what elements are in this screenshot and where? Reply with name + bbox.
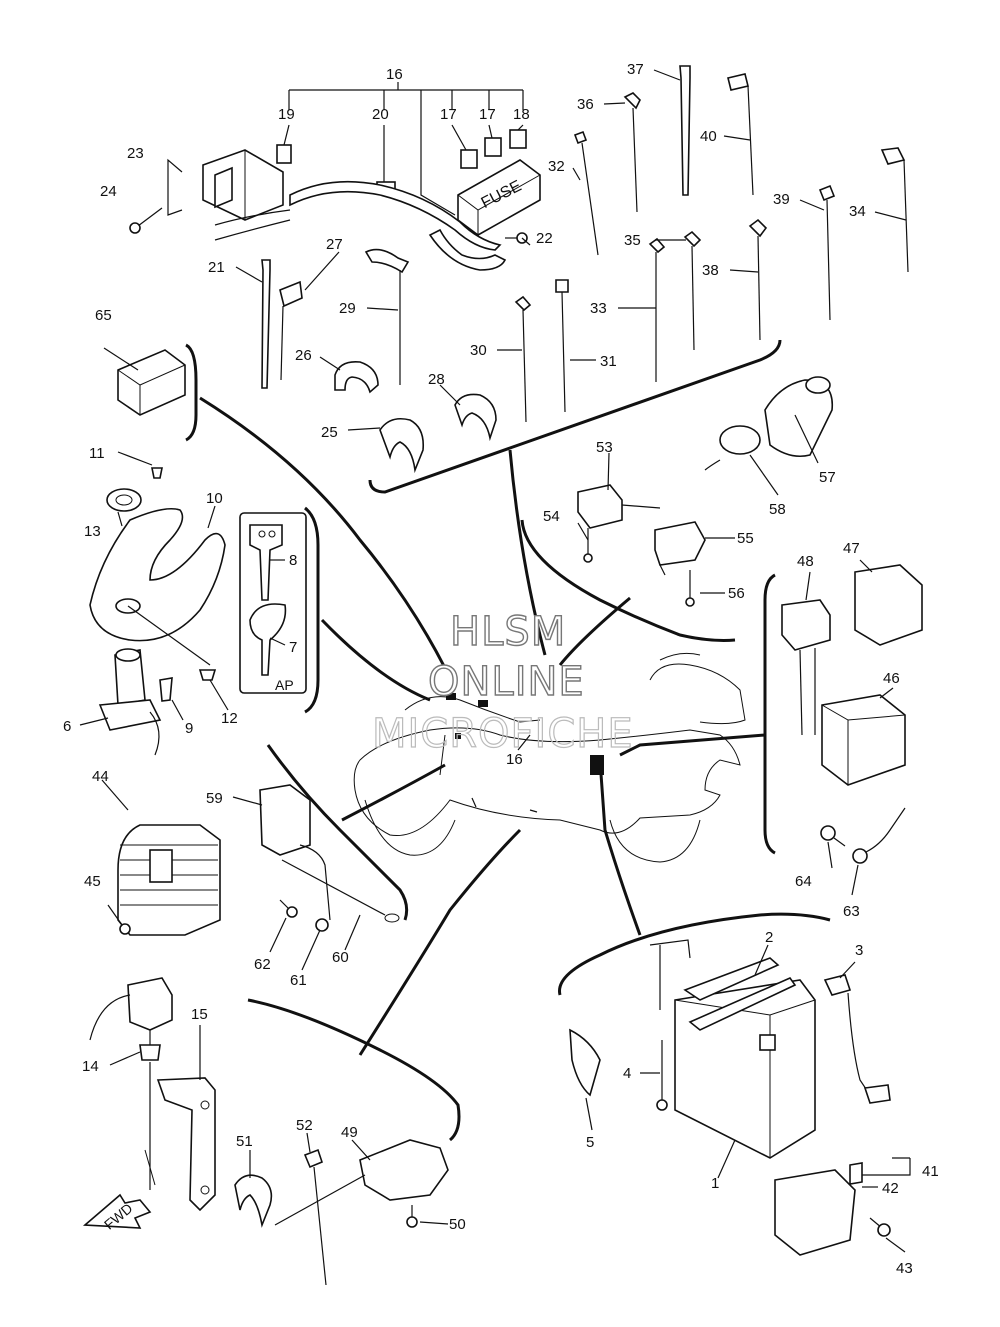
callout-57: 57 — [819, 469, 836, 486]
callout-9: 9 — [185, 720, 193, 737]
callout-27: 27 — [326, 236, 343, 253]
callout-47: 47 — [843, 540, 860, 557]
callout-65: 65 — [95, 307, 112, 324]
group-brackets — [185, 339, 831, 1142]
callout-35: 35 — [624, 232, 641, 249]
callout-13: 13 — [84, 523, 101, 540]
callout-54: 54 — [543, 508, 560, 525]
callout-55: 55 — [737, 530, 754, 547]
callout-53: 53 — [596, 439, 613, 456]
callout-16: 16 — [506, 751, 523, 768]
callout-17: 17 — [479, 106, 496, 123]
callout-numbers: 16 19 20 17 17 18 23 24 22 21 27 29 26 2… — [63, 61, 939, 1277]
callout-63: 63 — [843, 903, 860, 920]
callout-4: 4 — [623, 1065, 631, 1082]
callout-51: 51 — [236, 1133, 253, 1150]
callout-59: 59 — [206, 790, 223, 807]
callout-14: 14 — [82, 1058, 99, 1075]
callout-21: 21 — [208, 259, 225, 276]
callout-32: 32 — [548, 158, 565, 175]
callout-28: 28 — [428, 371, 445, 388]
callout-56: 56 — [728, 585, 745, 602]
callout-31: 31 — [600, 353, 617, 370]
callout-33: 33 — [590, 300, 607, 317]
callout-19: 19 — [278, 106, 295, 123]
callout-10: 10 — [206, 490, 223, 507]
callout-38: 38 — [702, 262, 719, 279]
callout-8: 8 — [289, 552, 297, 569]
callout-61: 61 — [290, 972, 307, 989]
callout-48: 48 — [797, 553, 814, 570]
callout-39: 39 — [773, 191, 790, 208]
ignition-group: AP — [89, 451, 307, 756]
bottom-left-group: FWD — [82, 977, 449, 1286]
harness-fuse-group: FUSE — [129, 82, 541, 271]
callout-50: 50 — [449, 1216, 466, 1233]
callout-30: 30 — [470, 342, 487, 359]
callout-37: 37 — [627, 61, 644, 78]
callout-11: 11 — [89, 445, 105, 462]
callout-34: 34 — [849, 203, 866, 220]
callout-16: 16 — [386, 66, 403, 83]
callout-7: 7 — [289, 639, 297, 656]
callout-20: 20 — [372, 106, 389, 123]
callout-12: 12 — [221, 710, 238, 727]
callout-6: 6 — [63, 718, 71, 735]
callout-43: 43 — [896, 1260, 913, 1277]
callout-60: 60 — [332, 949, 349, 966]
key-set-label: AP — [275, 677, 294, 693]
callout-64: 64 — [795, 873, 812, 890]
callout-22: 22 — [536, 230, 553, 247]
callout-29: 29 — [339, 300, 356, 317]
callout-25: 25 — [321, 424, 338, 441]
callout-24: 24 — [100, 183, 117, 200]
watermark-line1: HLSM — [450, 609, 566, 655]
watermark-line3: MICROFICHE — [372, 711, 634, 757]
callout-52: 52 — [296, 1117, 313, 1134]
callout-17: 17 — [440, 106, 457, 123]
battery-group — [569, 939, 911, 1256]
callout-46: 46 — [883, 670, 900, 687]
callout-2: 2 — [765, 929, 773, 946]
callout-42: 42 — [882, 1180, 899, 1197]
callout-49: 49 — [341, 1124, 358, 1141]
callout-36: 36 — [577, 96, 594, 113]
callout-18: 18 — [513, 106, 530, 123]
leader-lines — [79, 69, 907, 1253]
callout-45: 45 — [84, 873, 101, 890]
callout-40: 40 — [700, 128, 717, 145]
switch-relay-group — [577, 376, 923, 864]
callout-41: 41 — [922, 1163, 939, 1180]
callout-3: 3 — [855, 942, 863, 959]
callout-23: 23 — [127, 145, 144, 162]
callout-1: 1 — [711, 1175, 719, 1192]
rectifier-group — [107, 784, 400, 936]
callout-62: 62 — [254, 956, 271, 973]
watermark-line2: ONLINE — [428, 659, 585, 705]
watermark: HLSM ONLINE MICROFICHE — [371, 608, 634, 757]
callout-5: 5 — [586, 1134, 594, 1151]
callout-26: 26 — [295, 347, 312, 364]
cable-ties — [117, 65, 909, 474]
callout-44: 44 — [92, 768, 109, 785]
motorcycle-outline — [353, 652, 746, 863]
callout-58: 58 — [769, 501, 786, 518]
callout-15: 15 — [191, 1006, 208, 1023]
